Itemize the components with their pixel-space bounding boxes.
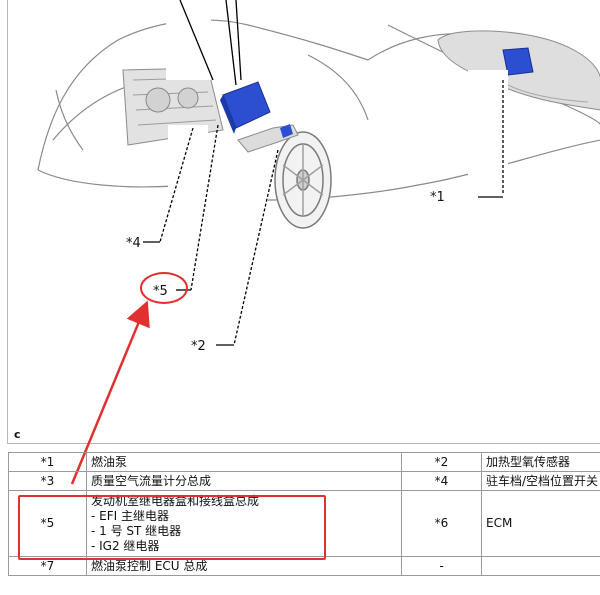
legend-row: *1 燃油泵 *2 加热型氧传感器 <box>8 452 600 472</box>
legend-value-multiline: 发动机室继电器盒和接线盒总成 - EFI 主继电器 - 1 号 ST 继电器 -… <box>86 490 402 557</box>
legend-key: *2 <box>401 452 482 472</box>
legend-value: ECM <box>481 490 600 557</box>
relay-box-component <box>220 81 271 134</box>
mask-3 <box>468 70 508 190</box>
legend-key: *3 <box>8 471 87 491</box>
highlight-box-relay <box>18 495 326 560</box>
legend-key: *7 <box>8 556 87 576</box>
legend-table: *1 燃油泵 *2 加热型氧传感器 *3 质量空气流量计分总成 *4 驻车档/空… <box>8 452 600 576</box>
legend-line: - 1 号 ST 继电器 <box>91 523 182 538</box>
legend-key: - <box>401 556 482 576</box>
legend-value: 燃油泵 <box>86 452 402 472</box>
mask-1 <box>166 0 211 80</box>
legend-row: *7 燃油泵控制 ECU 总成 - <box>8 556 600 576</box>
legend-line: - EFI 主继电器 <box>91 508 169 523</box>
legend-value: 驻车档/空档位置开关 <box>481 471 600 491</box>
exhaust-pipe <box>237 124 299 153</box>
front-wheel <box>274 131 332 229</box>
legend-key: *5 <box>8 490 87 557</box>
highlight-circle-5 <box>140 272 188 304</box>
legend-value <box>481 556 600 576</box>
legend-key: *1 <box>8 452 87 472</box>
diagram-frame: *1 *4 *5 *2 c <box>7 0 600 444</box>
legend-line: 发动机室继电器盒和接线盒总成 <box>91 493 260 508</box>
callout-2: *2 <box>191 339 206 354</box>
legend-key: *4 <box>401 471 482 491</box>
legend-line: - IG2 继电器 <box>91 538 160 553</box>
leader-lines <box>143 0 504 346</box>
legend-key: *6 <box>401 490 482 557</box>
callout-4: *4 <box>126 236 141 251</box>
legend-row: *3 质量空气流量计分总成 *4 驻车档/空档位置开关 <box>8 471 600 491</box>
legend-value: 燃油泵控制 ECU 总成 <box>86 556 402 576</box>
vehicle-diagram <box>37 0 600 346</box>
corner-label: c <box>14 428 21 441</box>
callout-1: *1 <box>430 190 445 205</box>
legend-value: 加热型氧传感器 <box>481 452 600 472</box>
fuel-tank <box>437 30 600 111</box>
legend-value: 质量空气流量计分总成 <box>86 471 402 491</box>
